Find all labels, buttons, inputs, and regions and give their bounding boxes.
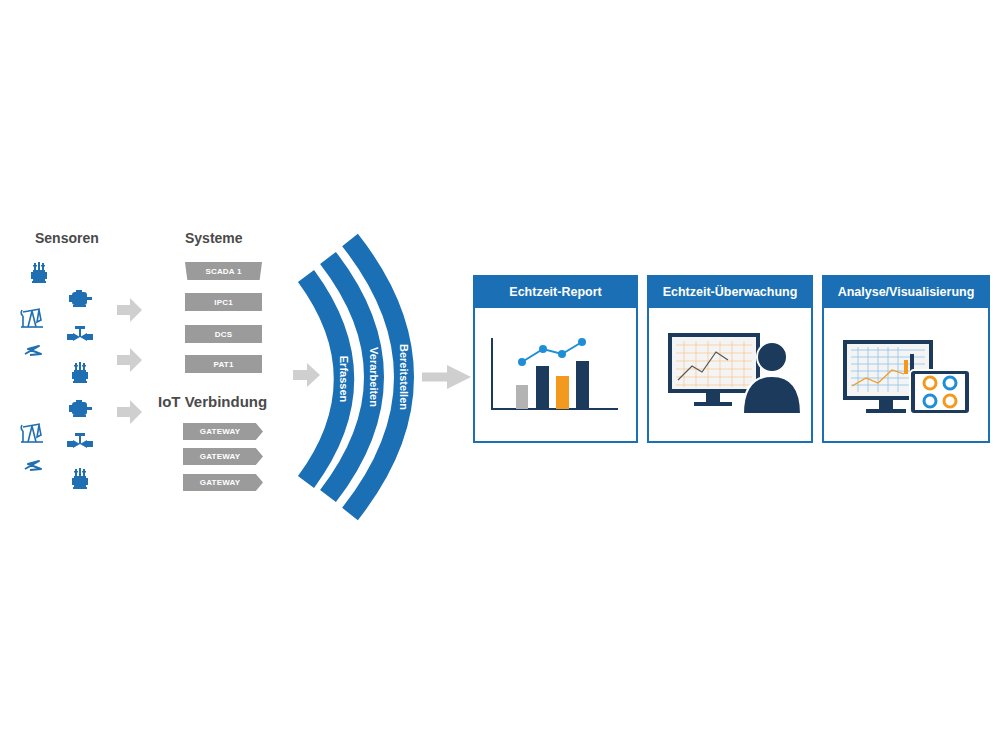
flow-arrow [422, 373, 447, 382]
system-tag: IPC1 [185, 293, 262, 311]
report-chart [492, 338, 618, 409]
tag-label: GATEWAY [200, 452, 241, 461]
tag-label: GATEWAY [200, 427, 241, 436]
tag-label: IPC1 [214, 298, 233, 307]
gateway-tag: GATEWAY [183, 474, 263, 491]
block-arrows [117, 298, 320, 424]
panel-heading: Echtzeit-Report [475, 277, 636, 308]
tag-label: GATEWAY [200, 478, 241, 487]
gateway-tag: GATEWAY [183, 448, 263, 465]
gateway-tag: GATEWAY [183, 423, 263, 440]
band-label: Bereitstellen [398, 344, 410, 410]
output-panel: Echtzeit-Überwachung [647, 275, 813, 443]
section-heading: Sensoren [35, 230, 99, 246]
band-label: Verarbeiten [368, 347, 380, 407]
sensor-icons [21, 262, 93, 489]
band-stroke [328, 258, 374, 496]
system-tag: PAT1 [185, 355, 262, 373]
analysis-illustration [843, 340, 970, 414]
panel-heading: Echtzeit-Überwachung [649, 277, 811, 308]
band-label: Erfassen [338, 356, 350, 402]
section-heading: Systeme [185, 230, 243, 246]
tag-label: PAT1 [213, 360, 233, 369]
section-heading: IoT Verbindung [158, 393, 267, 410]
tag-label: SCADA 1 [205, 267, 241, 276]
monitoring-illustration [668, 333, 801, 414]
output-panel: Analyse/Visualisierung [822, 275, 990, 443]
band-stroke [350, 240, 404, 514]
tag-label: DCS [215, 330, 233, 339]
process-band: Bereitstellen [342, 232, 416, 522]
output-panel: Echtzeit-Report [473, 275, 638, 443]
system-tag: DCS [185, 325, 262, 343]
system-tag: SCADA 1 [185, 262, 262, 280]
panel-heading: Analyse/Visualisierung [824, 277, 988, 308]
